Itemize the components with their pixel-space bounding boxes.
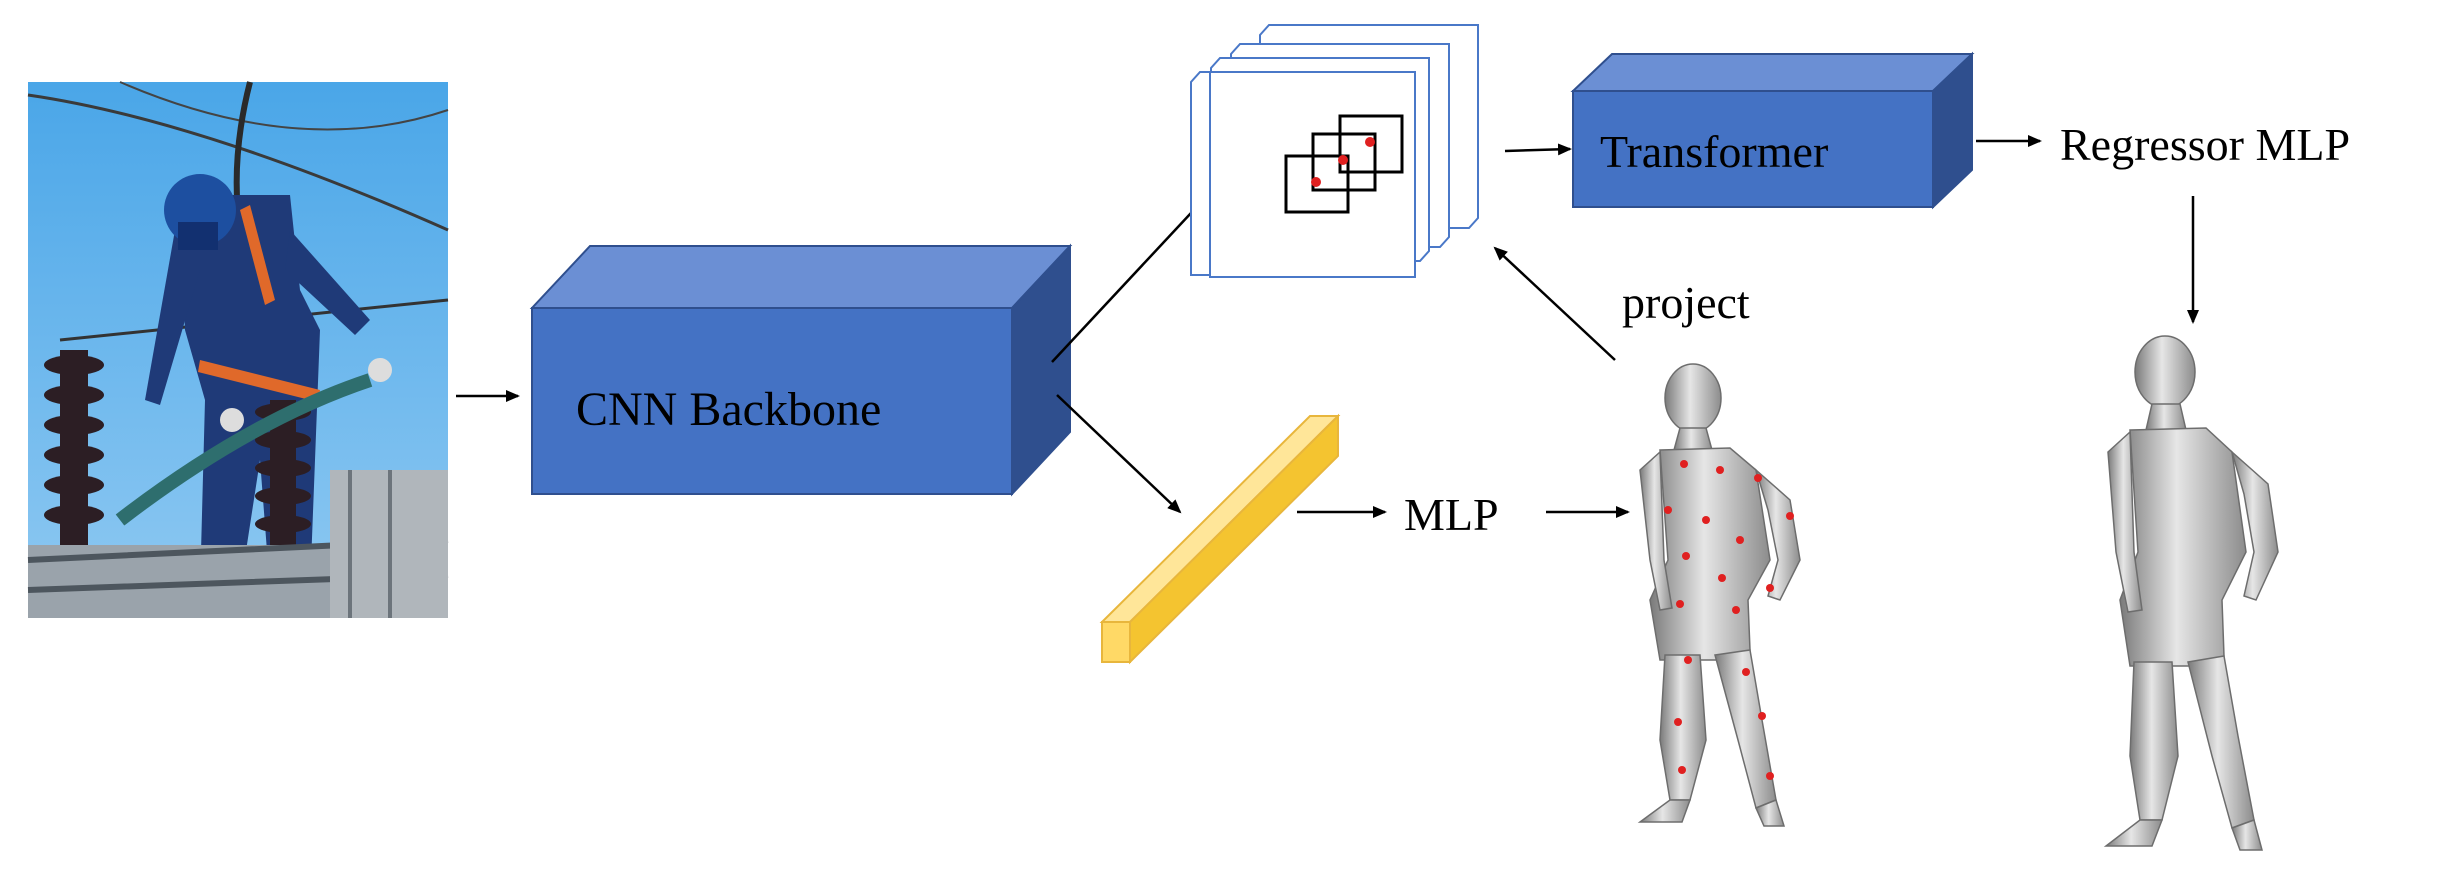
sampling-windows [1284,114,1404,214]
arrow-project [1493,246,1616,361]
arrow-cnn-to-feature-vector [1056,394,1182,514]
cnn-backbone-label: CNN Backbone [576,383,881,436]
keypoint-markers [1311,137,1375,187]
transformer-box: Transformer [1570,51,1975,210]
transformer-label: Transformer [1600,126,1828,177]
project-label: project [1622,277,1750,328]
mesh-keypoint-dots [1664,460,1794,780]
human-mesh-result [2103,335,2279,851]
regressor-mlp-label: Regressor MLP [2060,119,2350,170]
mlp-label: MLP [1404,489,1499,540]
input-photo [27,81,449,618]
feature-vector-bar [1099,413,1341,665]
arrow-maps-to-transformer [1504,143,1572,156]
human-mesh-with-keypoints [1637,363,1801,827]
feature-maps-stack [1190,24,1479,278]
arrow-cnn-to-feature-maps [1051,196,1207,363]
cnn-backbone-box: CNN Backbone [529,243,1073,497]
